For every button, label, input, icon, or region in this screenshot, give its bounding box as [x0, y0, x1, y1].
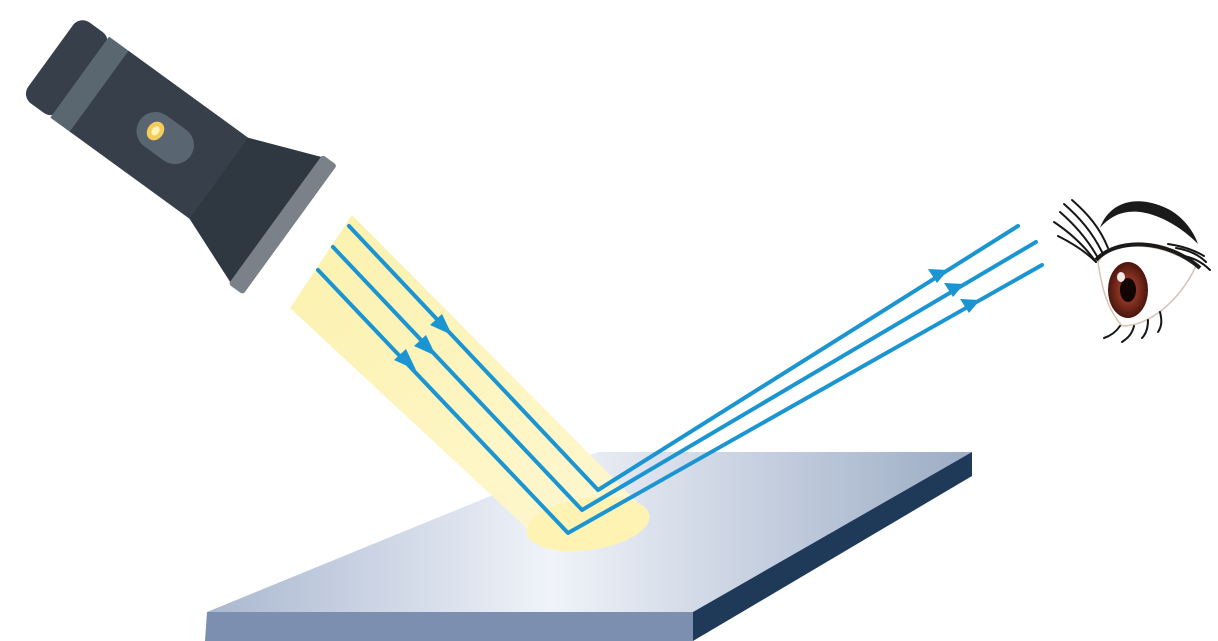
mirror-front-face — [205, 612, 693, 641]
incident-arrows — [394, 314, 452, 370]
flashlight — [25, 20, 336, 294]
arrow-reflected-1 — [928, 269, 948, 283]
arrow-reflected-3 — [960, 299, 980, 313]
eye — [1053, 199, 1211, 343]
flashlight-head — [189, 137, 323, 284]
mirror-side-face — [693, 452, 972, 641]
light-spot — [526, 496, 650, 552]
pupil — [1120, 278, 1136, 302]
upper-eyelid — [1094, 242, 1202, 270]
light-beam — [290, 215, 650, 552]
eyelashes — [1053, 199, 1211, 343]
arrow-incident-2 — [414, 335, 436, 356]
ray-2 — [331, 240, 1038, 512]
reflected-arrows — [928, 269, 980, 313]
flashlight-tail-cap — [25, 20, 108, 116]
flashlight-bezel — [229, 155, 336, 294]
arrow-incident-1 — [430, 314, 452, 335]
flashlight-band — [50, 36, 131, 133]
eyebrow — [1100, 201, 1198, 244]
arrow-reflected-2 — [944, 283, 964, 297]
ray-1 — [347, 224, 1020, 492]
arrow-incident-3 — [394, 349, 416, 370]
